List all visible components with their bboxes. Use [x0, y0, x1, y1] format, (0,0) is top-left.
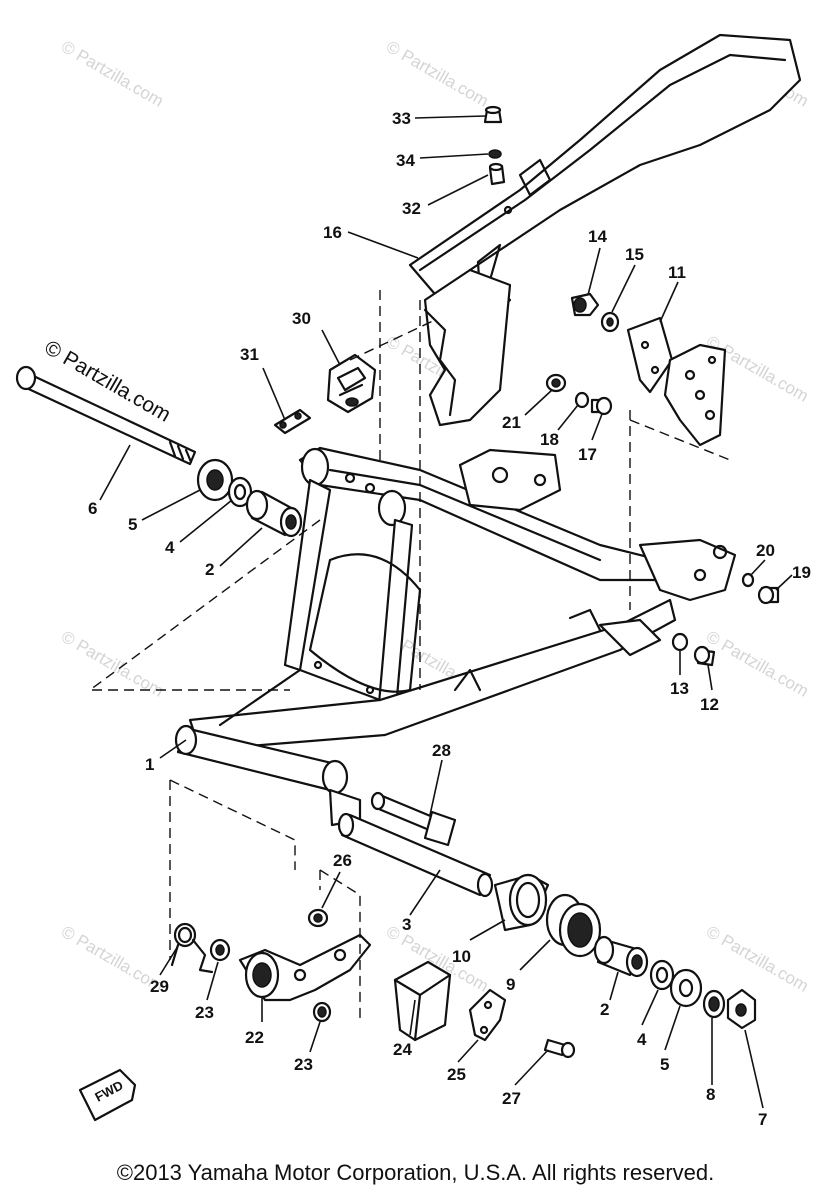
callout-12: 12: [700, 695, 719, 714]
shaft-3: [337, 812, 494, 898]
callout-28: 28: [432, 741, 451, 760]
callout-29: 29: [150, 977, 169, 996]
washer-4-left: [227, 476, 253, 508]
nut-23-upper: [209, 938, 231, 962]
callout-15: 15: [625, 245, 644, 264]
callout-17: 17: [578, 445, 597, 464]
callout-24: 24: [393, 1040, 412, 1059]
callout-23: 23: [294, 1055, 313, 1074]
callout-21: 21: [502, 413, 521, 432]
watermark-text: © Partzilla.com: [703, 627, 812, 701]
callout-34: 34: [396, 151, 415, 170]
callout-22: 22: [245, 1028, 264, 1047]
nut-23-lower: [312, 1001, 332, 1023]
pivot-shaft-6: [15, 365, 197, 466]
bearing-10: [493, 873, 550, 932]
callout-4: 4: [165, 538, 175, 557]
callout-16: 16: [323, 223, 342, 242]
watermark-text: © Partzilla.com: [703, 922, 812, 996]
callout-5: 5: [128, 515, 137, 534]
fwd-arrow-icon: FWD: [78, 1068, 137, 1122]
callout-31: 31: [240, 345, 259, 364]
callout-18: 18: [540, 430, 559, 449]
washer-8: [702, 989, 726, 1019]
plate-31: [273, 408, 312, 435]
bolt-28: [370, 791, 457, 847]
callout-30: 30: [292, 309, 311, 328]
washer-13: [671, 632, 689, 652]
callout-27: 27: [502, 1089, 521, 1108]
chain-case-part-16: [408, 33, 802, 427]
callout-numbers: 33 34 32 16 30 31 6 5 4 2 14 15 11 21 18…: [88, 109, 811, 1129]
watermark-text: © Partzilla.com: [383, 37, 492, 111]
washer-4-right: [649, 959, 675, 991]
oil-seal-9: [545, 893, 602, 958]
callout-33: 33: [392, 109, 411, 128]
bolt-12: [693, 645, 716, 667]
callout-11: 11: [668, 263, 686, 282]
nut-7: [726, 988, 757, 1030]
bolt-14: [570, 292, 600, 317]
bracket-11: [626, 316, 727, 447]
bolt-19: [757, 585, 780, 605]
block-24: [393, 960, 452, 1042]
washer-15: [600, 311, 620, 333]
callout-5: 5: [660, 1055, 669, 1074]
callout-4: 4: [637, 1030, 647, 1049]
leader-lines: [99, 115, 793, 1109]
callout-19: 19: [792, 563, 811, 582]
arm-22: [238, 933, 372, 1002]
spring-29: [170, 922, 214, 974]
bolt-17: [590, 396, 613, 416]
chain-guide-block-30: [326, 353, 377, 414]
bushing-2-left: [245, 489, 303, 538]
bushing-2-right: [593, 935, 649, 978]
callout-20: 20: [756, 541, 775, 560]
collar-32: [488, 162, 506, 186]
swing-arm-part-1: [174, 446, 737, 827]
copyright-notice: ©2013 Yamaha Motor Corporation, U.S.A. A…: [116, 1160, 715, 1185]
callout-32: 32: [402, 199, 421, 218]
watermark-text: © Partzilla.com: [58, 37, 167, 111]
callout-10: 10: [452, 947, 471, 966]
callout-26: 26: [333, 851, 352, 870]
collar-21: [545, 373, 567, 393]
bolt-33: [483, 105, 503, 124]
callout-3: 3: [402, 915, 411, 934]
washer-20: [741, 572, 755, 588]
callout-6: 6: [88, 499, 97, 518]
callout-23: 23: [195, 1003, 214, 1022]
washer-34: [488, 149, 502, 159]
callout-7: 7: [758, 1110, 767, 1129]
callout-9: 9: [506, 975, 515, 994]
callout-1: 1: [145, 755, 154, 774]
callout-13: 13: [670, 679, 689, 698]
bolt-27: [543, 1038, 576, 1059]
callout-2: 2: [205, 560, 214, 579]
nut-5-right: [669, 968, 703, 1008]
nut-26: [307, 908, 329, 928]
callout-2: 2: [600, 1000, 609, 1019]
callout-8: 8: [706, 1085, 715, 1104]
nut-5-left: [196, 458, 234, 502]
bracket-25: [468, 988, 507, 1042]
callout-25: 25: [447, 1065, 466, 1084]
callout-14: 14: [588, 227, 607, 246]
washer-18: [574, 391, 590, 409]
assembly-guide-lines: [87, 290, 731, 1020]
